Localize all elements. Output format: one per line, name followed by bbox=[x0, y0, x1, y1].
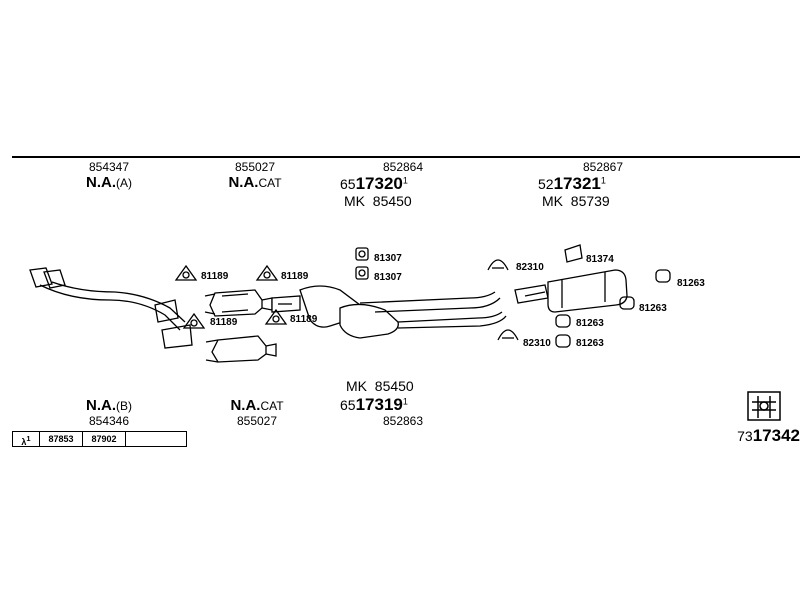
part-code-17321: 52173211 bbox=[538, 174, 606, 194]
part-name-na-b: N.A.(B) bbox=[49, 397, 169, 414]
lambda-cell-2: 87902 bbox=[83, 432, 126, 446]
front-pipe-drawing bbox=[29, 267, 193, 349]
code-sup: 1 bbox=[402, 175, 408, 186]
part-name: N.A. bbox=[228, 174, 259, 191]
diagram-code-main: 17342 bbox=[752, 426, 800, 445]
part-name: N.A. bbox=[230, 397, 261, 414]
mk-number: 85450 bbox=[372, 193, 412, 209]
label-81189-a: 81189 bbox=[201, 271, 229, 282]
code-main: 17320 bbox=[355, 174, 403, 193]
catalytic-converter-lower bbox=[205, 335, 277, 363]
mk-label: MK bbox=[344, 193, 365, 209]
mk-number: 85739 bbox=[570, 193, 610, 209]
code-sup: 1 bbox=[600, 175, 606, 186]
label-81374-i: 81374 bbox=[586, 254, 614, 265]
mk-kit-85450-footer: MK 85450 bbox=[346, 378, 414, 394]
mk-label: MK bbox=[346, 378, 367, 394]
part-number-854346: 854346 bbox=[88, 414, 130, 428]
label-81307-e: 81307 bbox=[374, 253, 402, 264]
lambda-cell-3 bbox=[126, 432, 186, 446]
label-81263-k: 81263 bbox=[639, 303, 667, 314]
diagram-code-prefix: 73 bbox=[737, 428, 753, 444]
part-number-855027-footer: 855027 bbox=[236, 414, 278, 428]
label-81263-m: 81263 bbox=[576, 338, 604, 349]
label-82310-g: 82310 bbox=[516, 262, 544, 273]
part-number-852867: 852867 bbox=[582, 160, 624, 174]
label-82310-h: 82310 bbox=[523, 338, 551, 349]
top-divider-line bbox=[12, 156, 800, 158]
label-81263-j: 81263 bbox=[677, 278, 705, 289]
part-name-na-cat-footer: N.A.CAT bbox=[197, 397, 317, 414]
code-main: 17321 bbox=[553, 174, 601, 193]
lambda-cell-1: 87853 bbox=[40, 432, 83, 446]
gasket-icons bbox=[174, 264, 288, 329]
part-variant: CAT bbox=[260, 399, 284, 413]
part-name-na-a: N.A.(A) bbox=[49, 174, 169, 191]
hanger-icons bbox=[355, 244, 671, 348]
part-name: N.A. bbox=[86, 397, 116, 414]
label-81189-b: 81189 bbox=[281, 271, 309, 282]
code-prefix: 65 bbox=[340, 397, 356, 413]
mk-label: MK bbox=[542, 193, 563, 209]
part-number-854347: 854347 bbox=[88, 160, 130, 174]
mk-kit-85739: MK 85739 bbox=[542, 193, 610, 209]
mk-kit-85450: MK 85450 bbox=[344, 193, 412, 209]
corner-logo bbox=[747, 391, 781, 421]
rear-silencer-drawing bbox=[514, 269, 628, 313]
code-main: 17319 bbox=[355, 395, 403, 414]
label-81189-d: 81189 bbox=[290, 314, 318, 325]
part-variant: (A) bbox=[116, 176, 132, 190]
part-code-17320: 65173201 bbox=[340, 174, 408, 194]
diagram-code: 7317342 bbox=[737, 426, 800, 446]
lambda-symbol: λ1 bbox=[13, 432, 40, 447]
part-code-17319: 65173191 bbox=[340, 395, 408, 415]
label-81307-f: 81307 bbox=[374, 272, 402, 283]
part-variant: CAT bbox=[258, 176, 282, 190]
code-prefix: 65 bbox=[340, 176, 356, 192]
catalytic-converter-upper bbox=[204, 289, 273, 317]
part-name: N.A. bbox=[86, 174, 116, 191]
lambda-sup: 1 bbox=[26, 434, 31, 443]
lambda-sensor-row: λ1 87853 87902 bbox=[12, 431, 187, 447]
part-name-na-cat: N.A.CAT bbox=[195, 174, 315, 191]
code-prefix: 52 bbox=[538, 176, 554, 192]
lambda-char: λ bbox=[21, 437, 27, 447]
part-variant: (B) bbox=[116, 399, 132, 413]
label-81263-l: 81263 bbox=[576, 318, 604, 329]
label-81189-c: 81189 bbox=[210, 317, 238, 328]
part-number-852863: 852863 bbox=[382, 414, 424, 428]
part-number-852864: 852864 bbox=[382, 160, 424, 174]
part-number-855027: 855027 bbox=[234, 160, 276, 174]
mk-number: 85450 bbox=[374, 378, 414, 394]
code-sup: 1 bbox=[402, 396, 408, 407]
middle-silencer-drawing bbox=[271, 285, 507, 339]
